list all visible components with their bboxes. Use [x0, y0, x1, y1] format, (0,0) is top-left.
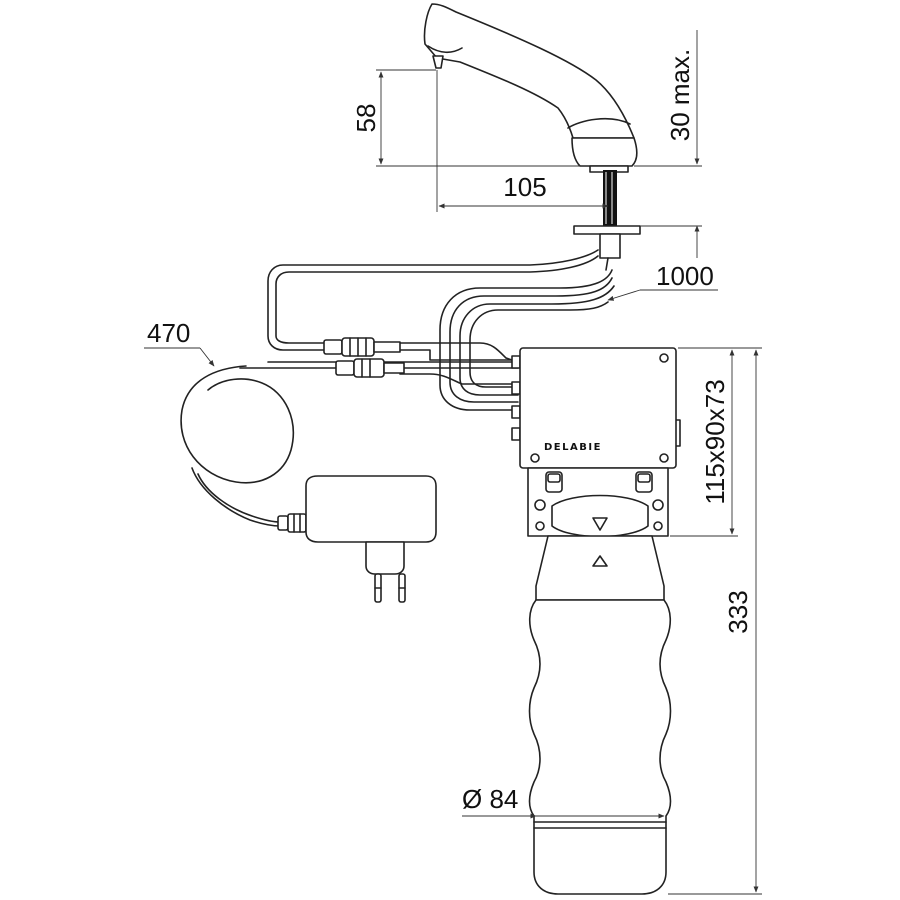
dim-label-1000: 1000: [656, 261, 714, 291]
dim-label-333: 333: [723, 590, 753, 633]
dim-reach: 105: [436, 70, 609, 212]
dim-cable-length: 1000: [607, 261, 718, 301]
dim-diameter: Ø 84: [462, 784, 665, 819]
power-adapter: [277, 475, 437, 603]
dim-label-30max: 30 max.: [665, 49, 695, 142]
dim-spout-height: 58: [351, 69, 580, 167]
connector-lower: [335, 358, 405, 378]
dim-label-box: 115x90x73: [700, 379, 730, 504]
dim-power-cable: 470: [144, 318, 215, 367]
dim-max-height: 30 max.: [634, 30, 702, 258]
brand-label: DELABIE: [544, 442, 602, 453]
faucet: [423, 3, 641, 271]
cables: [180, 249, 615, 527]
dim-label-58: 58: [351, 104, 381, 133]
control-box: DELABIE: [511, 347, 681, 538]
dim-box-size: 115x90x73: [670, 347, 738, 537]
connector-upper: [323, 337, 401, 357]
dim-label-105: 105: [503, 172, 546, 202]
dim-total-height: 333: [668, 347, 762, 895]
dim-label-diameter: Ø 84: [462, 784, 518, 814]
dim-label-470: 470: [147, 318, 190, 348]
battery-cartridge: [528, 535, 672, 895]
